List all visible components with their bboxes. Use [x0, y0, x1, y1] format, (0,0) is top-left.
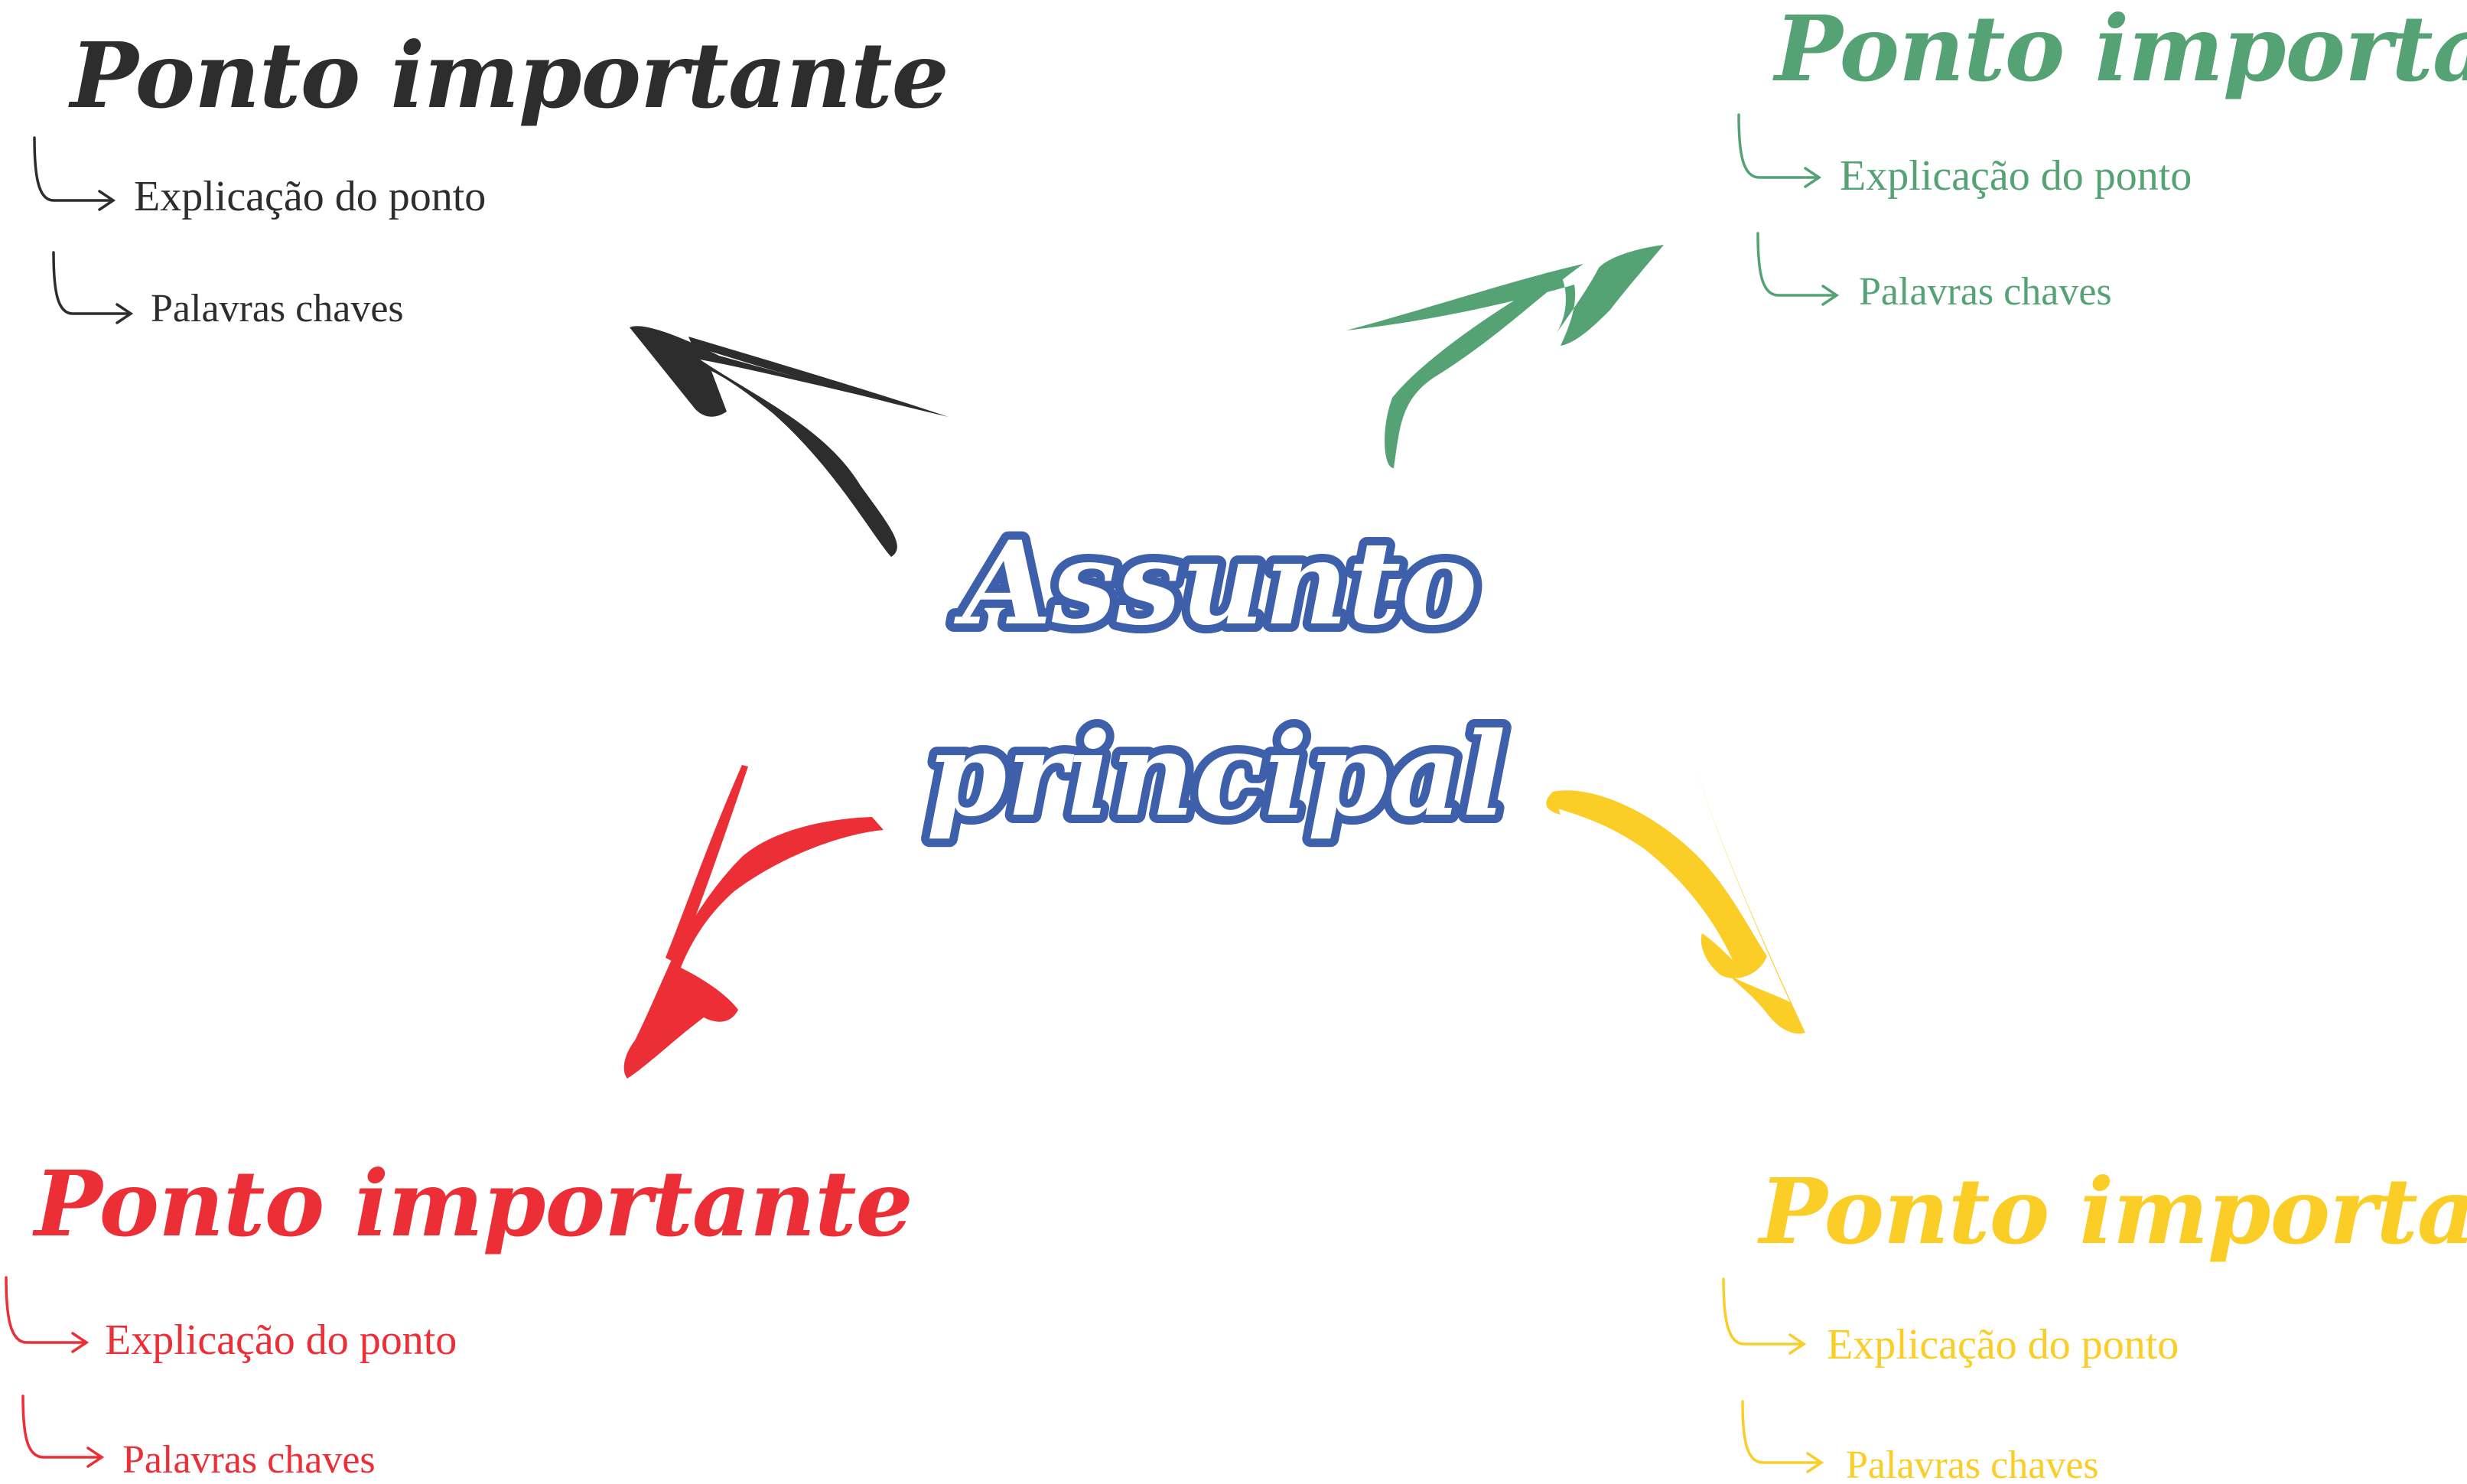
arrow-hook-icon: [1737, 113, 1822, 188]
center-line-1: Assunto: [954, 516, 1478, 651]
node-bottom-right: Ponto importante Explicação do ponto Pal…: [1722, 1158, 2467, 1484]
arrow-down-left-icon: [623, 765, 884, 1079]
arrow-down-right-icon: [1546, 727, 1805, 1034]
arrow-hook-icon: [1722, 1277, 1807, 1355]
arrow-up-left-icon: [630, 326, 949, 557]
node-title: Ponto importante: [32, 1150, 913, 1257]
node-top-right: Ponto importante Explicação do ponto Pal…: [1737, 0, 2467, 314]
node-item: Palavras chaves: [122, 1438, 376, 1482]
arrow-up-right-icon: [1346, 245, 1664, 468]
node-title: Ponto importante: [1757, 1158, 2467, 1264]
arrow-hook-icon: [1741, 1400, 1824, 1473]
node-title: Ponto importante: [1772, 0, 2467, 102]
node-item: Palavras chaves: [1846, 1443, 2099, 1484]
center-line-2: principal: [926, 708, 1505, 842]
arrow-hook-icon: [33, 136, 116, 211]
node-item: Explicação do ponto: [1827, 1321, 2179, 1368]
node-item: Palavras chaves: [1859, 270, 2112, 314]
center-topic: Assunto principal: [918, 508, 1514, 851]
arrow-hook-icon: [5, 1276, 90, 1353]
arrow-hook-icon: [52, 251, 134, 324]
node-item: Explicação do ponto: [1840, 152, 2192, 200]
node-bottom-left: Ponto importante Explicação do ponto Pal…: [5, 1150, 913, 1482]
node-item: Explicação do ponto: [105, 1316, 457, 1364]
node-item: Palavras chaves: [151, 287, 404, 330]
arrow-hook-icon: [1756, 232, 1840, 306]
node-title: Ponto importante: [68, 22, 949, 129]
node-top-left: Ponto importante Explicação do ponto Pal…: [33, 22, 949, 330]
node-item: Explicação do ponto: [134, 173, 486, 220]
arrow-hook-icon: [21, 1395, 105, 1468]
